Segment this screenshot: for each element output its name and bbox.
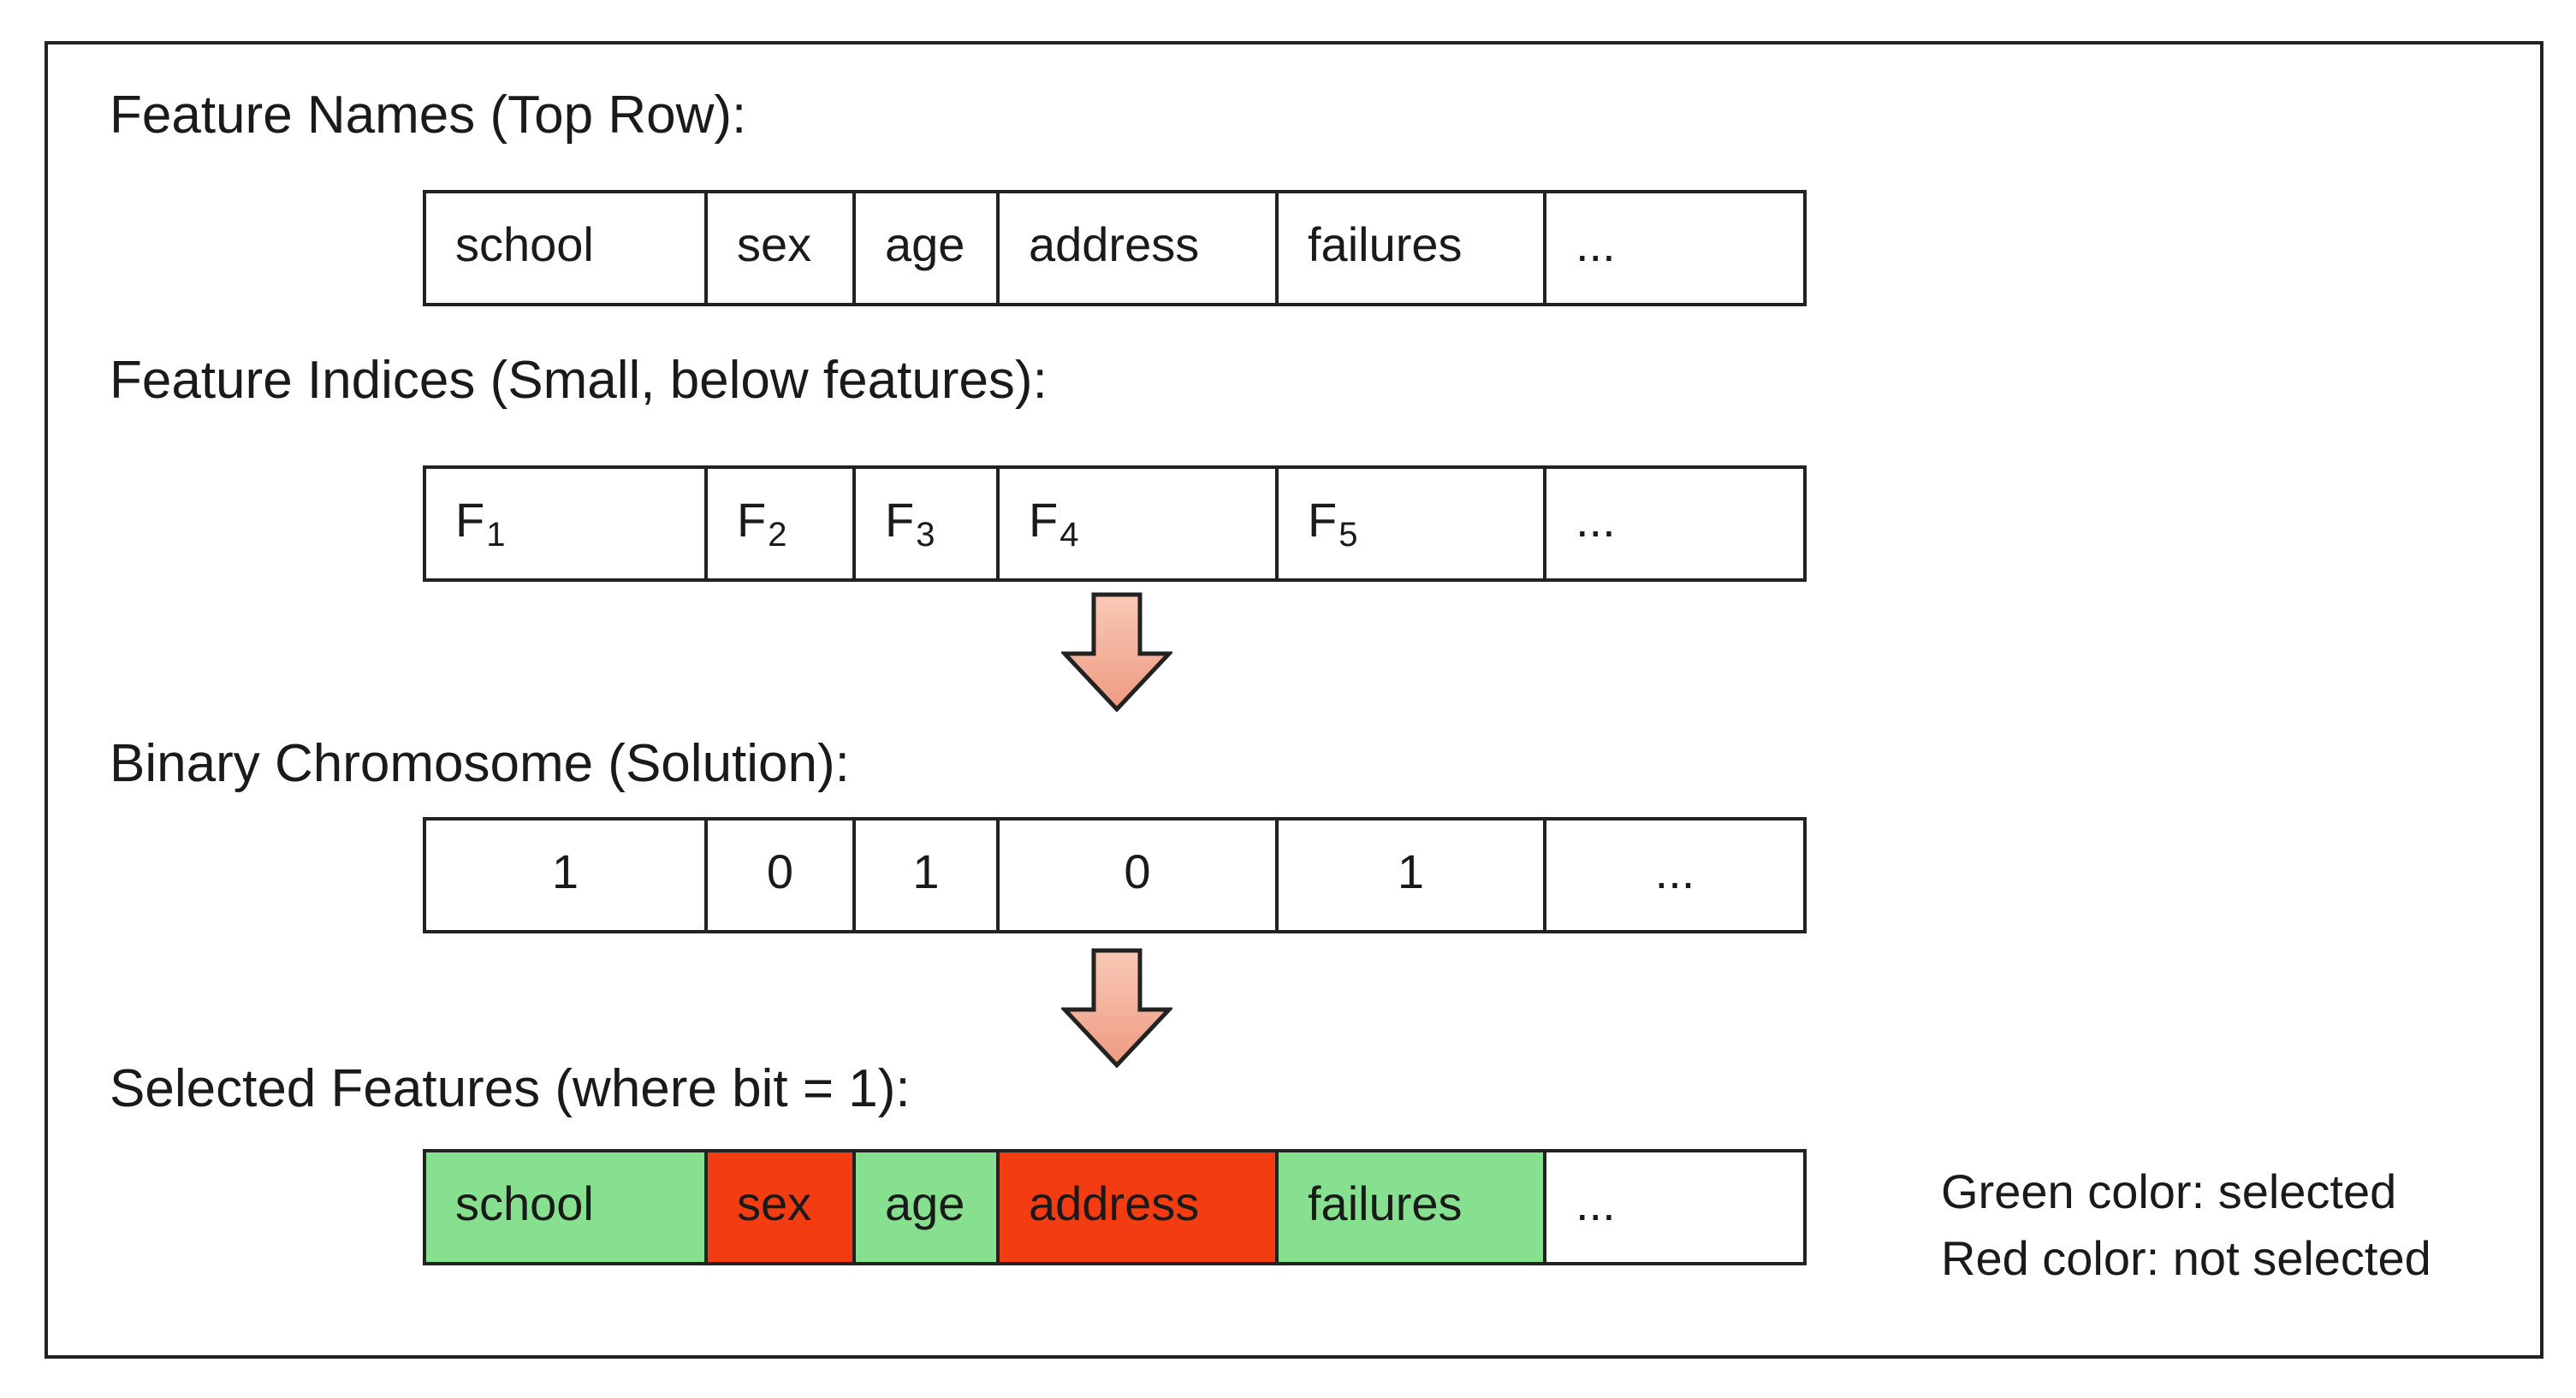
index-subscript: 5 [1338, 515, 1358, 554]
chromosome-bit: 1 [856, 820, 1000, 930]
index-base: F [1029, 492, 1059, 547]
feature-name-cell: sex [708, 193, 856, 303]
index-base: F [455, 492, 485, 547]
selected-feature-cell: ... [1546, 1152, 1803, 1262]
index-base: F [885, 492, 915, 547]
selected-feature-cell: address [1000, 1152, 1279, 1262]
feature-name-cell: failures [1279, 193, 1546, 303]
feature-names-heading: Feature Names (Top Row): [110, 86, 747, 145]
index-subscript: 4 [1059, 515, 1079, 554]
feature-indices-heading: Feature Indices (Small, below features): [110, 351, 1048, 410]
index-base: ... [1576, 492, 1616, 547]
selected-feature-cell: sex [708, 1152, 856, 1262]
selected-features-row: school sex age address failures ... [423, 1149, 1807, 1265]
chromosome-bit: 1 [426, 820, 708, 930]
chromosome-bit: ... [1654, 844, 1695, 898]
chromosome-bit: 0 [708, 820, 856, 930]
legend-selected: Green color: selected [1941, 1164, 2397, 1218]
chromosome-heading: Binary Chromosome (Solution): [110, 734, 850, 793]
down-arrow-icon [1061, 948, 1172, 1068]
selected-features-heading: Selected Features (where bit = 1): [110, 1059, 911, 1118]
feature-name-cell: address [1000, 193, 1279, 303]
chromosome-bit: 1 [1279, 820, 1546, 930]
feature-name-cell: school [426, 193, 708, 303]
feature-name-cell: ... [1576, 216, 1616, 271]
feature-name-cell: age [856, 193, 1000, 303]
feature-names-row: school sex age address failures ... [423, 190, 1807, 306]
selected-feature-cell: school [426, 1152, 708, 1262]
feature-index-cell: ... [1546, 469, 1803, 578]
down-arrow-icon [1061, 592, 1172, 712]
index-subscript: 2 [768, 515, 787, 554]
index-base: F [1308, 492, 1338, 547]
chromosome-bit: 0 [1000, 820, 1279, 930]
selected-feature-cell: age [856, 1152, 1000, 1262]
legend-not-selected: Red color: not selected [1941, 1231, 2431, 1285]
diagram-frame [45, 41, 2543, 1359]
chromosome-row: 1 0 1 0 1 ... [423, 817, 1807, 933]
selected-feature-cell: failures [1279, 1152, 1546, 1262]
index-subscript: 3 [916, 515, 935, 554]
index-subscript: 1 [486, 515, 506, 554]
index-base: F [737, 492, 767, 547]
